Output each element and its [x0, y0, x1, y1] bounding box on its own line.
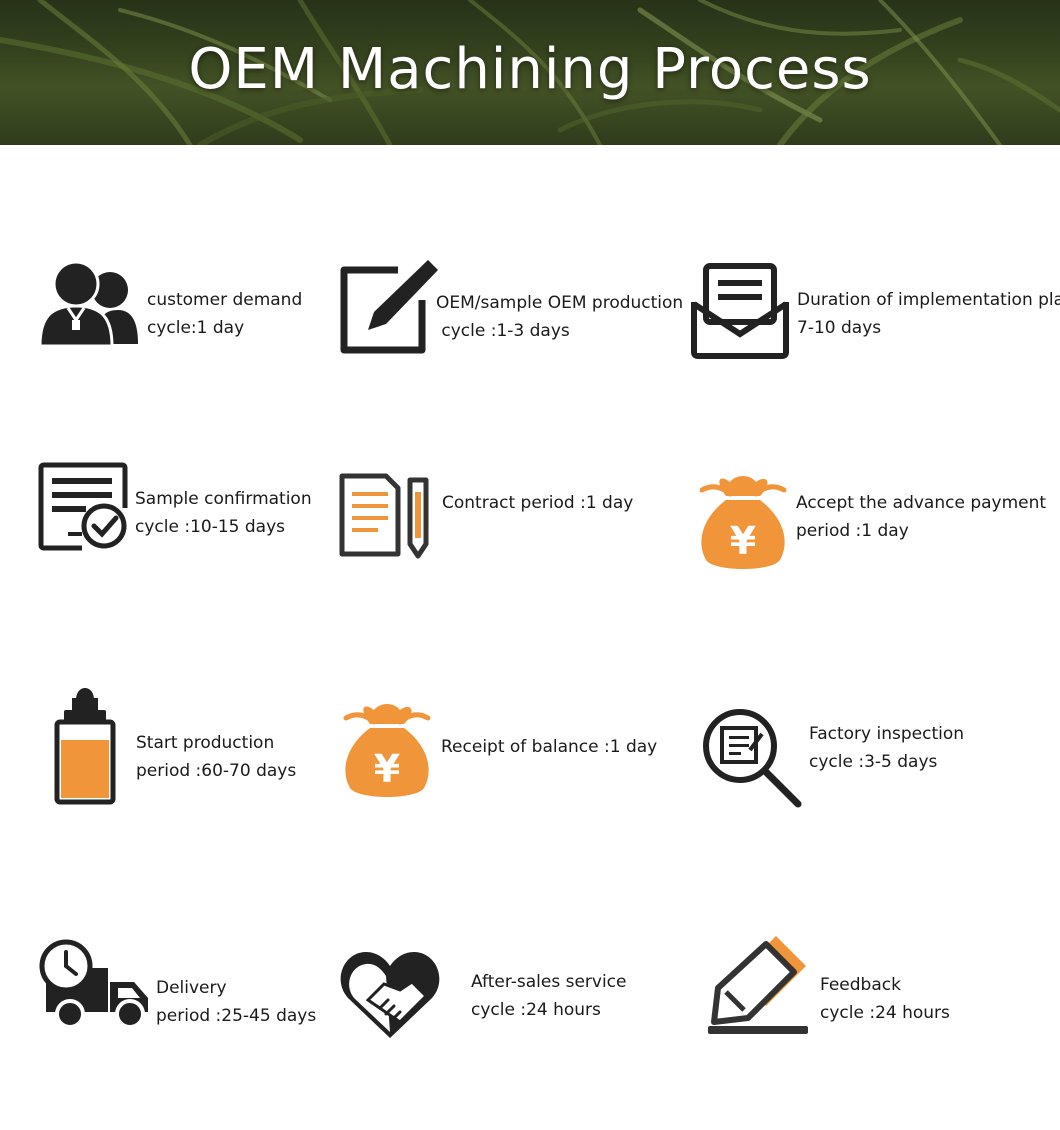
handshake-icon: [340, 952, 440, 1038]
step-title: Contract period :1 day: [442, 493, 634, 513]
yen-symbol: ¥: [374, 747, 400, 791]
step-title: Receipt of balance :1 day: [441, 737, 658, 757]
step-duration: cycle :24 hours: [820, 1003, 950, 1023]
step-duration: period :60-70 days: [136, 761, 297, 781]
step-title: Delivery: [156, 978, 227, 998]
step-title: Accept the advance payment: [796, 493, 1047, 513]
money-bag-icon: ¥: [343, 704, 431, 797]
magnifier-icon: [703, 709, 802, 808]
step-duration: cycle :3-5 days: [809, 752, 938, 772]
step-title: customer demand: [147, 290, 303, 310]
yen-symbol: ¥: [730, 519, 756, 563]
certificate-icon: [38, 462, 128, 551]
foliage-background: [0, 0, 1060, 145]
step-title: Duration of implementation plan: [797, 290, 1060, 310]
pencil-icon: [708, 936, 808, 1034]
step-duration: cycle:1 day: [147, 318, 245, 338]
step-title: Factory inspection: [809, 724, 965, 744]
header-banner: OEM Machining Process: [0, 0, 1060, 145]
step-duration: cycle :1-3 days: [436, 321, 570, 341]
dropper-bottle-icon: [54, 688, 116, 805]
customer-icon: [38, 260, 138, 348]
contract-icon: [339, 473, 429, 559]
step-duration: cycle :24 hours: [471, 1000, 601, 1020]
step-title: Start production: [136, 733, 275, 753]
step-title: After-sales service: [471, 972, 627, 992]
step-title: Feedback: [820, 975, 901, 995]
step-duration: cycle :10-15 days: [135, 517, 285, 537]
step-title: OEM/sample OEM production: [436, 293, 684, 313]
step-duration: 7-10 days: [797, 318, 882, 338]
step-title: Sample confirmation: [135, 489, 312, 509]
money-bag-icon: ¥: [699, 476, 787, 569]
step-duration: period :1 day: [796, 521, 909, 541]
envelope-icon: [691, 263, 789, 359]
page-title: OEM Machining Process: [188, 37, 872, 102]
step-duration: period :25-45 days: [156, 1006, 317, 1026]
edit-icon: [340, 260, 438, 354]
truck-icon: [39, 939, 148, 1029]
